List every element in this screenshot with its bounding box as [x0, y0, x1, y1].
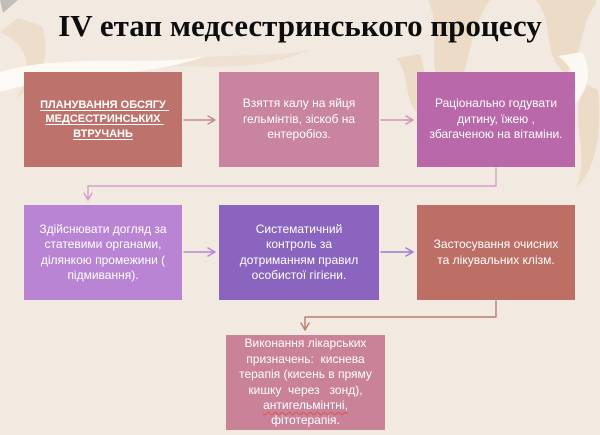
flowchart-box-hygiene-control: Систематичний контроль за дотриманням пр… [219, 205, 379, 300]
arrow-step6-step7 [300, 300, 497, 331]
label-segment: Виконання лікарських призначень: киснева… [239, 336, 376, 397]
flowchart-box-stool-sample: Взяття калу на яйця гельмінтів, зіскоб н… [219, 72, 379, 167]
flowchart-box-enemas: Застосування очисних та лікувальних кліз… [417, 205, 575, 300]
arrow-step2-step3 [380, 115, 414, 125]
flame-decoration [576, 84, 600, 188]
flowchart-box-label: Систематичний контроль за дотриманням пр… [239, 221, 362, 282]
flowchart-box-label: ПЛАНУВАННЯ ОБСЯГУ МЕДСЕСТРИНСЬКИХ ВТРУЧА… [40, 99, 169, 140]
flowchart-box-label: Раціонально годувати дитину, їжею , збаг… [429, 96, 563, 142]
flowchart-box-nutrition: Раціонально годувати дитину, їжею , збаг… [417, 72, 575, 167]
flowchart-box-label: Взяття калу на яйця гельмінтів, зіскоб н… [242, 96, 359, 142]
arrow-step1-step2 [183, 115, 216, 125]
spellcheck-underlined-word: антигельмінтні, [263, 397, 348, 412]
arrow-step5-step6 [380, 247, 414, 257]
flowchart-box-planning: ПЛАНУВАННЯ ОБСЯГУ МЕДСЕСТРИНСЬКИХ ВТРУЧА… [24, 72, 182, 167]
flowchart-box-prescriptions: Виконання лікарських призначень: киснева… [226, 335, 385, 430]
arrow-step4-step5 [183, 247, 216, 257]
slide-title: IV етап медсестринського процесу [58, 8, 542, 43]
flowchart-box-hygiene-care: Здійснювати догляд за статевими органами… [24, 205, 182, 300]
flowchart-box-label: Застосування очисних та лікувальних кліз… [433, 237, 562, 267]
label-segment: фітотерапія. [271, 397, 352, 428]
flame-decoration [160, 50, 310, 67]
flowchart-box-label: Здійснювати догляд за статевими органами… [39, 221, 170, 282]
flowchart-box-label: Виконання лікарських призначень: киснева… [237, 336, 374, 428]
arrow-step3-step4 [83, 167, 497, 201]
